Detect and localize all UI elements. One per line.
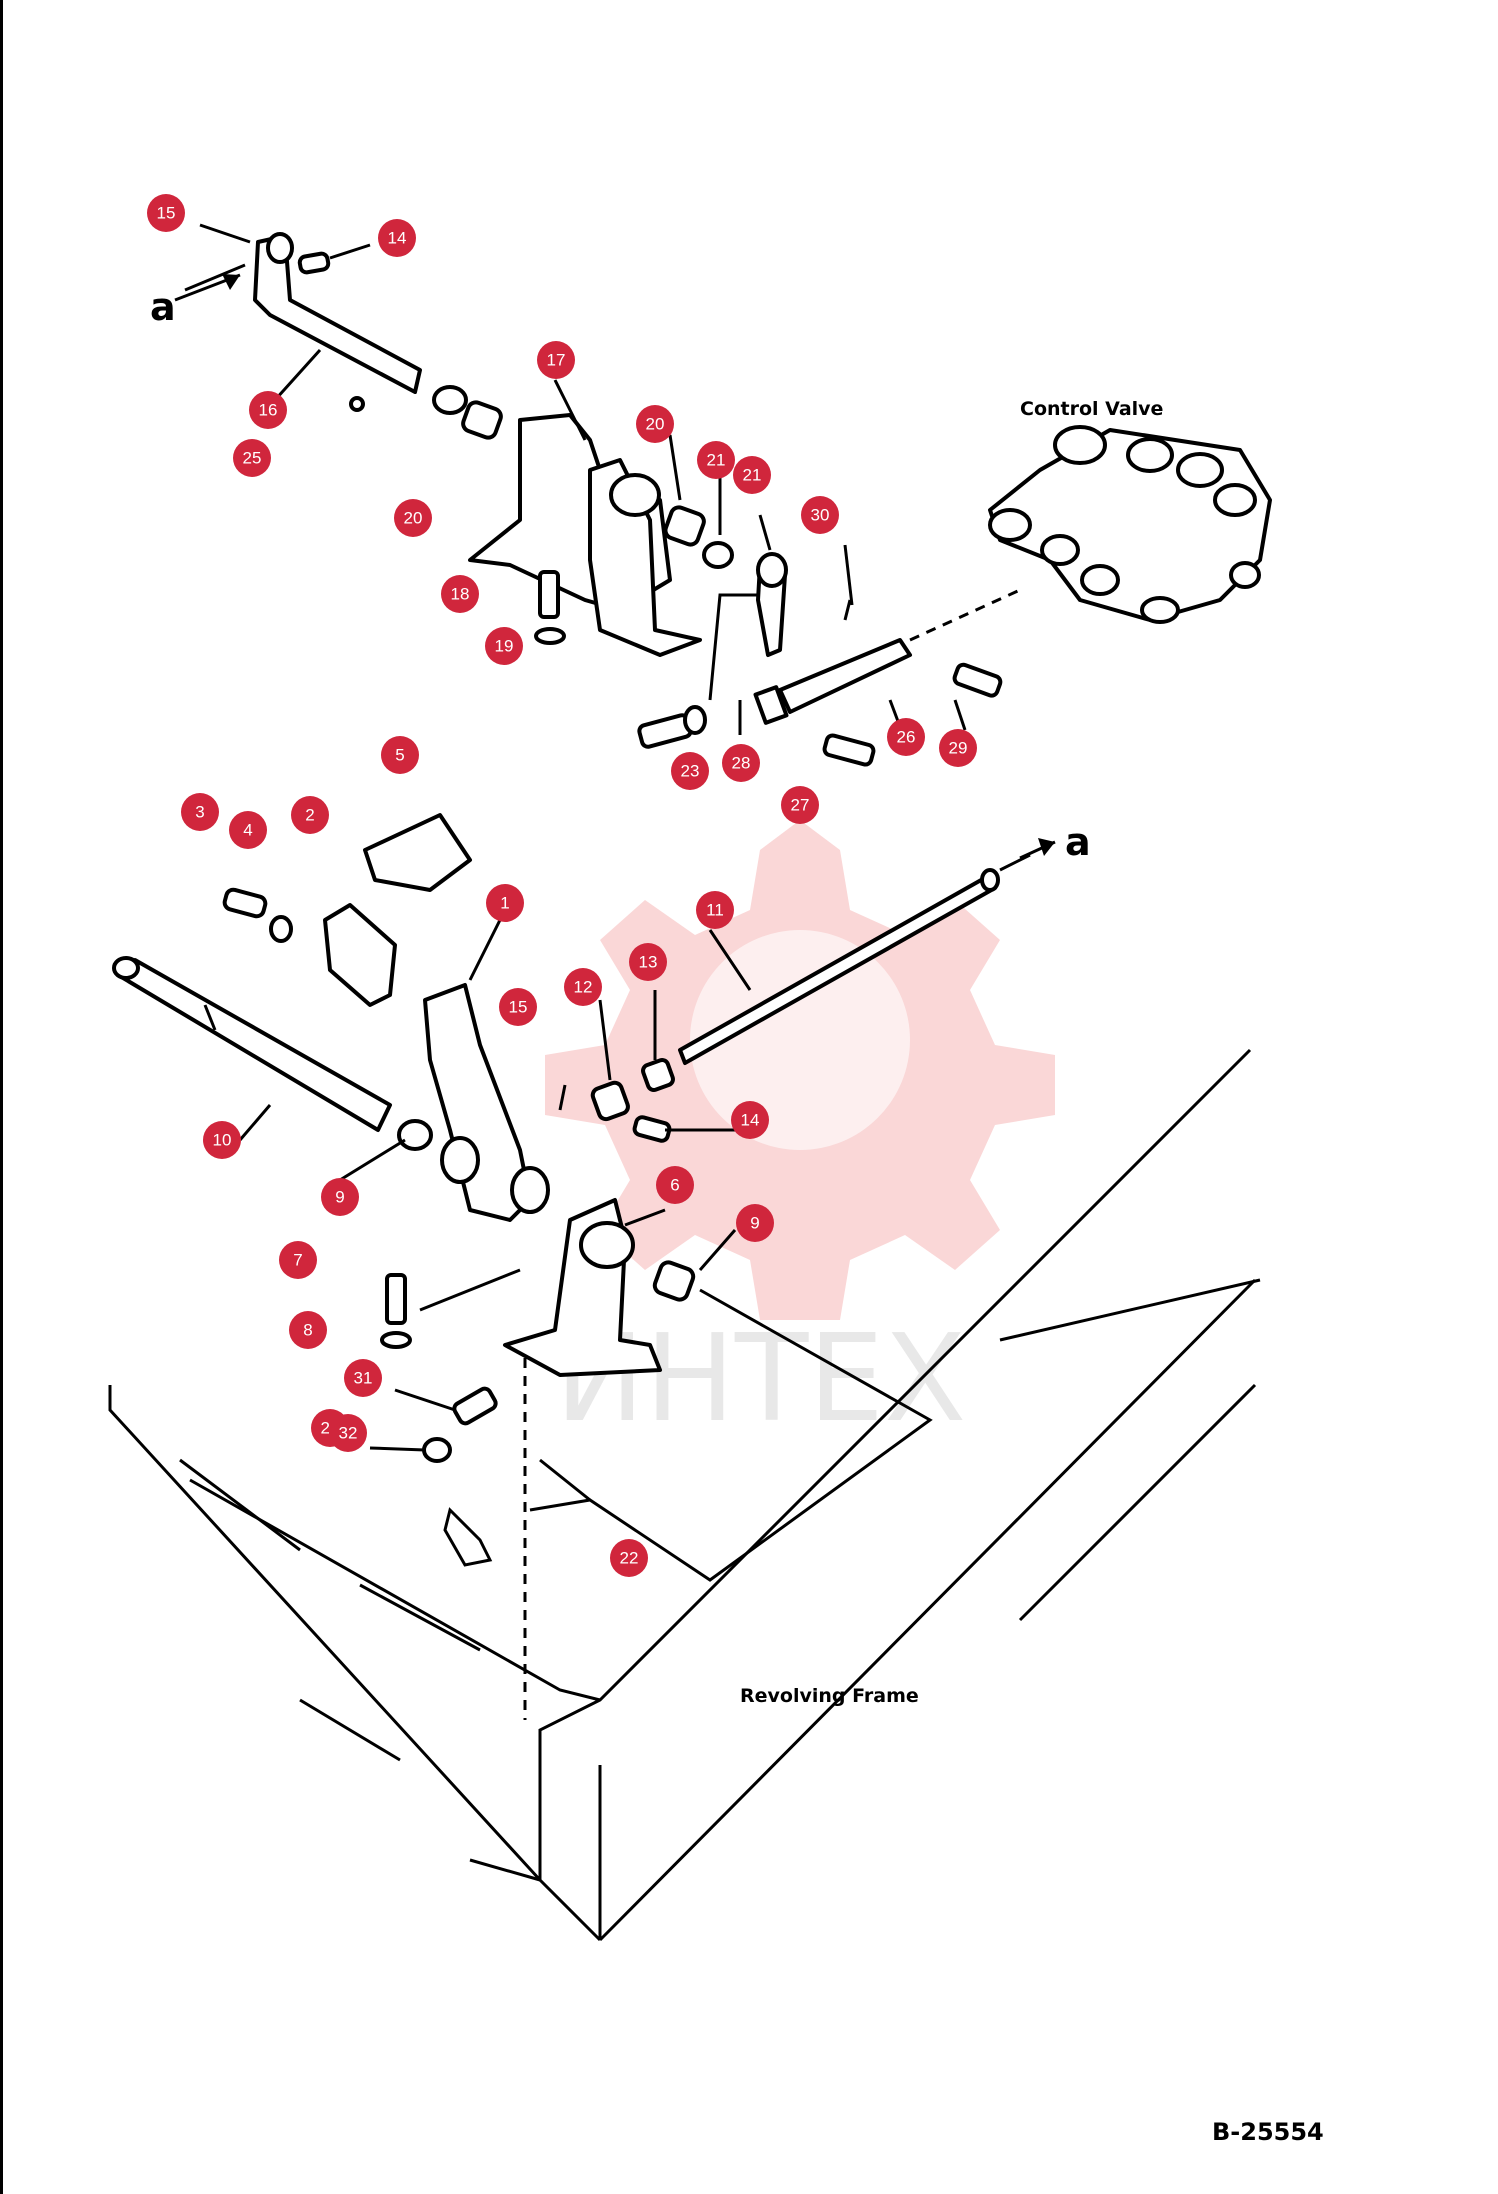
callout-badge [731,1101,769,1139]
callout-badge [321,1178,359,1216]
callout-badge [671,752,709,790]
callout-number: 32 [339,1424,358,1443]
callout-number: 26 [897,728,916,747]
callout-badge [441,575,479,613]
callout-number: 25 [243,449,262,468]
callout-number: 12 [574,978,593,997]
arrow-a-top-label: a [150,285,176,329]
callout-badge [291,796,329,834]
callout-badge [733,456,771,494]
callout-badge [249,391,287,429]
callout-badge [610,1539,648,1577]
revolving-frame [108,1048,1261,1942]
callout-badge [344,1359,382,1397]
callout-number: 17 [547,351,566,370]
revolving-frame-label: Revolving Frame [740,1685,919,1707]
callout-number: 21 [743,466,762,485]
arrow-a-right: a [1019,820,1091,864]
callout-badge [939,729,977,767]
figure-code: B-25554 [1212,2118,1324,2146]
callout-badge [801,496,839,534]
leader-lines [184,223,967,1452]
callout-badge [147,194,185,232]
callout-badge [486,884,524,922]
callout-badge [289,1311,327,1349]
lower-linkage [112,813,1031,1567]
control-valve-label: Control Valve [1020,398,1163,420]
callout-badge [636,405,674,443]
arrow-a-top: a [150,273,241,329]
callout-badge [329,1414,367,1452]
callout-badge [229,811,267,849]
watermark-text: ИНТЕХ [555,1310,966,1449]
callout-number: 27 [791,796,810,815]
callout-badge [736,1204,774,1242]
callout-badge [279,1241,317,1279]
callout-number: 2 [305,806,314,825]
callout-number: 13 [639,953,658,972]
callout-badge [564,968,602,1006]
callout-number: 29 [949,739,968,758]
callout-badge [887,718,925,756]
callout-number: 10 [213,1131,232,1150]
callout-number: 30 [811,506,830,525]
callout-badge [381,736,419,774]
callout-number: 5 [395,746,404,765]
callout-number: 4 [243,821,252,840]
callout-badge [696,891,734,929]
page-border-left [0,0,3,2194]
callout-badge [203,1121,241,1159]
callout-badge [499,988,537,1026]
callout-number: 28 [732,754,751,773]
callout-number: 6 [670,1176,679,1195]
callout-number: 7 [293,1251,302,1270]
callout-number: 1 [500,894,509,913]
callout-number: 9 [750,1214,759,1233]
callout-badge [485,627,523,665]
callout-number: 15 [509,998,528,1017]
arrow-a-right-label: a [1065,820,1091,864]
callout-number: 20 [646,415,665,434]
callout-badge [781,786,819,824]
callout-number: 16 [259,401,278,420]
callout-number: 31 [354,1369,373,1388]
callout-number: 23 [681,762,700,781]
upper-linkage [253,232,1021,767]
callout-number: 20 [404,509,423,528]
callout-number: 21 [707,451,726,470]
callout-badge [394,499,432,537]
callout-number: 14 [741,1111,760,1130]
callout-badge [656,1166,694,1204]
callout-badge [378,219,416,257]
callout-badge [233,439,271,477]
callout-number: 19 [495,637,514,656]
callout-badge [181,793,219,831]
callout-number: 22 [620,1549,639,1568]
callout-number: 9 [335,1188,344,1207]
callout-number: 8 [303,1321,312,1340]
callout-number: 11 [706,901,724,920]
callout-badge [537,341,575,379]
callout-badge [722,744,760,782]
callout-number: 3 [195,803,204,822]
callout-number: 15 [157,204,176,223]
callout-badge [697,441,735,479]
callout-badge [629,943,667,981]
callout-number: 18 [451,585,470,604]
control-valve [988,425,1272,624]
callout-number: 14 [388,229,407,248]
callout-group: 1234567899101112131414151516171819202021… [147,194,977,1577]
